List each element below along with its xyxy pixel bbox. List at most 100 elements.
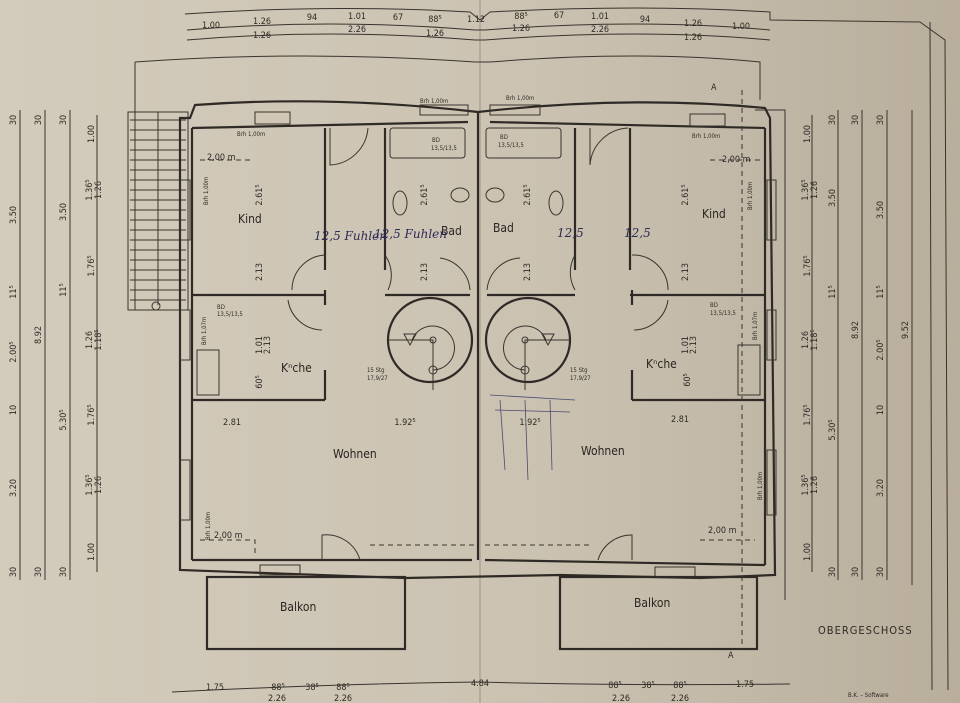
brh-label: Brh 1,00m xyxy=(757,472,764,500)
dimension-label: 67 xyxy=(393,13,403,23)
dimension-label: 8.92 xyxy=(34,326,44,344)
dimension-label: 10 xyxy=(876,405,886,415)
width-label: 2,00 m xyxy=(214,531,243,541)
dimension-label: 1.00 xyxy=(202,21,220,31)
dimension-label: 1.00 xyxy=(87,543,97,561)
sink-left xyxy=(392,190,408,216)
dimension-label: 1.26 xyxy=(85,331,95,349)
dimension-label: 2.13 xyxy=(681,263,691,281)
bd-size: 13,5/13,5 xyxy=(710,310,736,317)
brh-label: Brh 1,00m xyxy=(205,512,212,540)
dimension-label: 1.00 xyxy=(732,22,750,32)
dimension-label: 1.26 xyxy=(426,29,444,39)
section-marker-bottom: A xyxy=(728,651,734,661)
dimension-label: 11⁵ xyxy=(9,285,19,299)
bd-size: 13,5/13,5 xyxy=(431,145,457,152)
dimension-label: 1.36⁵ xyxy=(801,179,811,200)
dimension-label: 2.13 xyxy=(255,263,265,281)
room-label-wohnen-right: Wohnen xyxy=(581,444,625,458)
dimension-label: 11⁵ xyxy=(828,285,838,299)
dimension-label: 2.26 xyxy=(591,25,609,35)
brh-label: Brh 1,00m xyxy=(506,95,534,102)
dimension-label: 3.50 xyxy=(9,206,19,224)
dimension-label: 2.26 xyxy=(348,25,366,35)
dimension-label: 30 xyxy=(851,567,861,577)
dimension-label: 8.92 xyxy=(851,321,861,339)
brh-label: Brh 1,00m xyxy=(203,177,210,205)
dimension-label: 30 xyxy=(851,115,861,125)
dimension-label: 1.26 xyxy=(94,181,104,199)
dimension-label: 9.52 xyxy=(901,321,911,339)
fixtures xyxy=(196,127,761,396)
bd-label: BD xyxy=(500,134,508,141)
brh-label: Brh 1,07m xyxy=(752,312,759,340)
dimension-label: 1.26 xyxy=(94,476,104,494)
dimension-label: 88⁵ xyxy=(514,12,528,22)
dimension-label: 1.18⁵ xyxy=(94,329,104,350)
toilet-left xyxy=(450,187,470,203)
dimension-label: 1.75 xyxy=(206,683,224,693)
dimension-label: 1.92⁵ xyxy=(519,418,540,428)
kitchen-sink-left xyxy=(196,349,220,396)
dimension-label: 1.76⁵ xyxy=(803,404,813,425)
room-label-balkon-left: Balkon xyxy=(280,600,316,614)
bd-size: 13,5/13,5 xyxy=(217,311,243,318)
bd-label: BD xyxy=(217,304,225,311)
dimension-label: 1.26 xyxy=(810,476,820,494)
section-marker-top: A xyxy=(711,83,717,93)
balconies xyxy=(205,575,759,651)
dimension-label: 30 xyxy=(876,567,886,577)
dimension-label: 38⁵ xyxy=(641,681,655,691)
dimension-label: 30 xyxy=(828,115,838,125)
dimension-label: 1.00 xyxy=(87,125,97,143)
dimension-label: 1.36⁵ xyxy=(85,474,95,495)
brh-label: Brh 1,00m xyxy=(237,131,265,138)
drawing-title: OBERGESCHOSS xyxy=(818,624,913,637)
dimension-label: 1.00 xyxy=(803,543,813,561)
room-label-bad-right: Bad xyxy=(493,221,514,235)
dimension-label: 2.13 xyxy=(263,336,273,354)
dimension-label: 2.81 xyxy=(671,415,689,425)
handwritten-note: 12,5 Fuhlen xyxy=(374,227,447,241)
dimension-label: 11⁵ xyxy=(876,285,886,299)
dimension-label: 1.26 xyxy=(253,31,271,41)
stairs-ratio: 17,9/27 xyxy=(570,375,591,382)
dimension-label: 2.81 xyxy=(223,418,241,428)
dimension-label: 1.36⁵ xyxy=(85,179,95,200)
dimension-label: 5.30⁵ xyxy=(59,409,69,430)
dimension-label: 1.18⁵ xyxy=(810,329,820,350)
walls xyxy=(178,100,777,580)
dimension-label: 2.13 xyxy=(689,336,699,354)
dimension-label: 67 xyxy=(554,11,564,21)
width-label: 2,00 m xyxy=(722,155,751,165)
dimension-label: 1.26 xyxy=(684,33,702,43)
dimension-label: 30 xyxy=(876,115,886,125)
dimension-label: 1.92⁵ xyxy=(394,418,415,428)
dimension-label: 88⁵ xyxy=(428,15,442,25)
room-label-kind-right: Kind xyxy=(702,207,726,221)
dimension-lines xyxy=(19,23,913,693)
width-label: 2,00 m xyxy=(207,153,236,163)
dimension-label: 1.12 xyxy=(467,15,485,25)
dimension-label: 2.00⁵ xyxy=(9,341,19,362)
dimension-label: 94 xyxy=(640,15,650,25)
dimension-label: 3.20 xyxy=(876,479,886,497)
handwritten-note: 12,5 Fuhlen xyxy=(314,229,387,243)
room-label-wohnen-left: Wohnen xyxy=(333,447,377,461)
dimension-label: 4.84 xyxy=(471,679,489,689)
dimension-label: 38⁵ xyxy=(305,683,319,693)
dimension-label: 30 xyxy=(34,567,44,577)
stairs-ratio: 17,9/27 xyxy=(367,375,388,382)
dimension-label: 94 xyxy=(307,13,317,23)
dimension-label: 2.61⁵ xyxy=(420,184,430,205)
dimension-label: 1.75 xyxy=(736,680,754,690)
room-label-balkon-right: Balkon xyxy=(634,596,670,610)
brh-label: Brh 1,00m xyxy=(747,182,754,210)
dimension-label: 1.26 xyxy=(810,181,820,199)
bd-size: 13,5/13,5 xyxy=(498,142,524,149)
stairs-steps: 15 Stg xyxy=(367,367,385,374)
dimension-label: 2.61⁵ xyxy=(681,184,691,205)
dimension-label: 1.01 xyxy=(681,336,691,354)
